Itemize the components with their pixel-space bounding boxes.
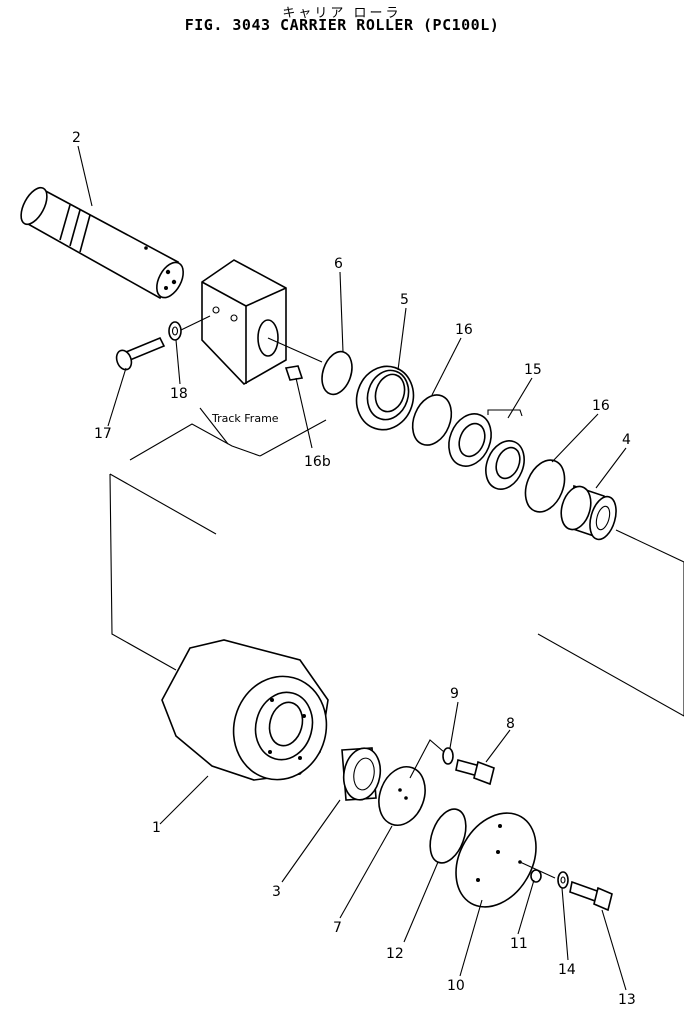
bracket xyxy=(201,259,323,386)
callout-part-7: 7 xyxy=(333,920,342,936)
assembly-frame-lines xyxy=(109,473,684,717)
figure-title: FIG. 3043 CARRIER ROLLER (PC100L) xyxy=(184,16,500,34)
o-ring-part-6 xyxy=(321,350,353,396)
shaft-part-2 xyxy=(20,186,184,300)
bolt-part-18 xyxy=(115,336,166,371)
callout-part-5: 5 xyxy=(400,292,409,308)
callout-part-3: 3 xyxy=(272,884,281,900)
japanese-title: キャリア ローラ xyxy=(282,6,402,21)
callout-part-16b: 16 xyxy=(592,398,610,414)
bushing-part-4 xyxy=(560,484,617,541)
seal-housing-part-5 xyxy=(355,365,415,431)
callout-part-19: 18 xyxy=(170,386,188,402)
callout-part-1: 1 xyxy=(152,820,161,836)
callout-part-14: 14 xyxy=(558,962,576,978)
callout-part-12: 12 xyxy=(386,946,404,962)
callout-part-4: 4 xyxy=(622,432,631,448)
callout-part-17: 16b xyxy=(304,454,331,470)
bolt-part-8 xyxy=(455,759,495,786)
roller-body-part-1 xyxy=(161,639,329,781)
washer-part-14 xyxy=(557,871,569,889)
callout-part-15: 15 xyxy=(524,362,542,378)
callout-part-11: 11 xyxy=(510,936,528,952)
cover-part-10 xyxy=(455,812,556,908)
pin-part-17 xyxy=(284,365,304,381)
leader-lines xyxy=(77,145,627,991)
plug-part-11 xyxy=(530,869,542,883)
part-callouts: 2 6 5 16 15 16 4 17 18 16b 1 3 7 12 10 1… xyxy=(72,130,636,1008)
track-frame-outline xyxy=(129,407,327,461)
plate-part-7 xyxy=(378,766,426,826)
washer-part-9 xyxy=(409,739,454,779)
track-frame-label: Track Frame xyxy=(211,412,279,425)
callout-part-2: 2 xyxy=(72,130,81,146)
callout-part-16a: 16 xyxy=(455,322,473,338)
callout-part-18: 17 xyxy=(94,426,112,442)
bolt-part-13 xyxy=(569,880,613,912)
collar-part-3 xyxy=(341,747,382,801)
callout-part-6: 6 xyxy=(334,256,343,272)
o-ring-part-16a xyxy=(411,394,453,446)
callout-part-13: 13 xyxy=(618,992,636,1008)
o-ring-part-16b xyxy=(524,459,566,513)
callout-part-9: 9 xyxy=(450,686,459,702)
callout-part-8: 8 xyxy=(506,716,515,732)
floating-seal-part-15 xyxy=(448,409,525,490)
washer-part-19 xyxy=(168,315,211,341)
callout-part-10: 10 xyxy=(447,978,465,994)
